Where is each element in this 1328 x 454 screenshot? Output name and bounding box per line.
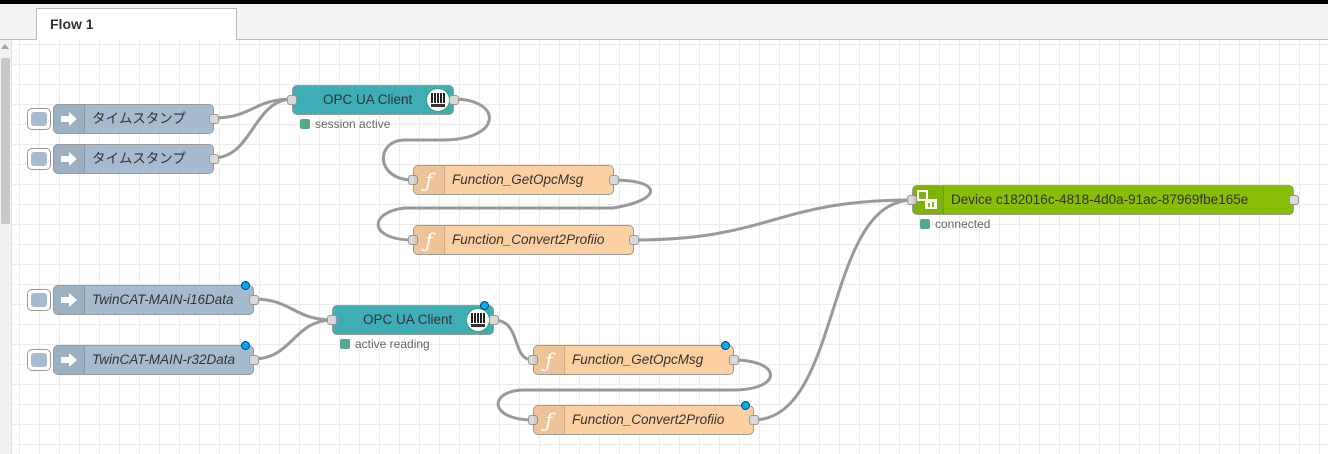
output-port[interactable] xyxy=(1289,195,1299,205)
function-icon: ƒ xyxy=(534,406,565,434)
input-port[interactable] xyxy=(327,315,337,325)
inject-node-i16data[interactable]: TwinCAT-MAIN-i16Data xyxy=(27,281,259,315)
scrollbar-thumb[interactable] xyxy=(1,58,10,224)
wire-func3-func4 xyxy=(496,358,772,422)
node-label: Function_GetOpcMsg xyxy=(572,352,704,367)
arrow-right-icon xyxy=(54,145,85,173)
status-text: session active xyxy=(315,117,391,131)
input-port[interactable] xyxy=(408,235,418,245)
input-port[interactable] xyxy=(528,355,538,365)
inject-trigger-button[interactable] xyxy=(27,108,51,130)
status-indicator-icon xyxy=(920,219,930,229)
node-label: OPC UA Client xyxy=(323,92,413,107)
changed-indicator xyxy=(241,281,250,290)
flow-canvas[interactable]: タイムスタンプ タイムスタンプ OPC UA Client session ac… xyxy=(0,40,1328,454)
input-port[interactable] xyxy=(528,415,538,425)
inject-node-r32data[interactable]: TwinCAT-MAIN-r32Data xyxy=(27,341,259,375)
status-text: active reading xyxy=(355,337,430,351)
opcua-client-2-status: active reading xyxy=(340,337,430,351)
output-port[interactable] xyxy=(449,95,459,105)
inject-trigger-button[interactable] xyxy=(27,289,51,311)
node-label: タイムスタンプ xyxy=(92,111,186,126)
inject-trigger-button[interactable] xyxy=(27,349,51,371)
output-port[interactable] xyxy=(209,114,219,124)
node-label: タイムスタンプ xyxy=(92,151,186,166)
inject-node-timestamp-2[interactable]: タイムスタンプ xyxy=(27,144,219,174)
wire-opc2-func3 xyxy=(492,318,534,362)
node-label: Function_GetOpcMsg xyxy=(452,172,584,187)
function-icon: ƒ xyxy=(534,346,565,374)
wire-inject3-opc2 xyxy=(252,297,334,322)
changed-indicator xyxy=(741,401,750,410)
opc-ua-logo-icon xyxy=(466,308,490,332)
node-label: TwinCAT-MAIN-i16Data xyxy=(92,292,234,307)
output-port[interactable] xyxy=(729,355,739,365)
opcua-client-1-status: session active xyxy=(300,117,390,131)
function-node-getopcmsg-1[interactable]: ƒ Function_GetOpcMsg xyxy=(408,165,619,195)
wire-inject4-opc2 xyxy=(252,318,334,361)
device-status: connected xyxy=(920,217,990,231)
arrow-right-icon xyxy=(54,286,85,314)
wire-opc1-func1 xyxy=(381,97,491,182)
changed-indicator xyxy=(480,301,489,310)
function-node-getopcmsg-2[interactable]: ƒ Function_GetOpcMsg xyxy=(528,341,739,375)
opcua-client-node-2[interactable]: OPC UA Client xyxy=(327,301,499,335)
inject-trigger-button[interactable] xyxy=(27,148,51,170)
tab-flow-1[interactable]: Flow 1 xyxy=(36,8,237,40)
input-port[interactable] xyxy=(907,195,917,205)
function-icon: ƒ xyxy=(414,226,445,254)
wire-func2-device xyxy=(632,198,914,242)
output-port[interactable] xyxy=(749,415,759,425)
status-text: connected xyxy=(935,217,991,231)
inject-node-timestamp-1[interactable]: タイムスタンプ xyxy=(27,104,219,134)
wire-func1-func2 xyxy=(376,178,652,242)
output-port[interactable] xyxy=(209,154,219,164)
node-label: Device c182016c-4818-4d0a-91ac-87969fbe1… xyxy=(951,192,1249,207)
node-label: Function_Convert2Profiio xyxy=(452,232,605,247)
status-indicator-icon xyxy=(340,339,350,349)
wires-layer xyxy=(212,97,914,422)
node-label: OPC UA Client xyxy=(363,312,453,327)
function-node-convert2profiio-1[interactable]: ƒ Function_Convert2Profiio xyxy=(408,225,639,255)
input-port[interactable] xyxy=(408,175,418,185)
node-label: TwinCAT-MAIN-r32Data xyxy=(92,352,236,367)
wire-func4-device xyxy=(752,198,914,422)
output-port[interactable] xyxy=(609,175,619,185)
arrow-right-icon xyxy=(54,105,85,133)
top-bar xyxy=(0,0,1328,4)
scroll-up-arrow-icon[interactable] xyxy=(1,44,9,49)
tab-bar: Flow 1 xyxy=(0,4,1328,40)
output-port[interactable] xyxy=(629,235,639,245)
wire-inject2-opc1 xyxy=(212,97,294,160)
output-port[interactable] xyxy=(249,295,259,305)
opcua-client-node-1[interactable]: OPC UA Client xyxy=(287,85,459,115)
changed-indicator xyxy=(241,341,250,350)
function-node-convert2profiio-2[interactable]: ƒ Function_Convert2Profiio xyxy=(528,401,759,435)
device-node[interactable]: Device c182016c-4818-4d0a-91ac-87969fbe1… xyxy=(907,185,1299,215)
node-label: Function_Convert2Profiio xyxy=(572,412,725,427)
status-indicator-icon xyxy=(300,119,310,129)
device-icon xyxy=(913,186,944,214)
output-port[interactable] xyxy=(489,315,499,325)
changed-indicator xyxy=(721,341,730,350)
output-port[interactable] xyxy=(249,355,259,365)
arrow-right-icon xyxy=(54,346,85,374)
opc-ua-logo-icon xyxy=(426,88,450,112)
vertical-scrollbar[interactable] xyxy=(0,40,12,454)
function-icon: ƒ xyxy=(414,166,445,194)
input-port[interactable] xyxy=(287,95,297,105)
